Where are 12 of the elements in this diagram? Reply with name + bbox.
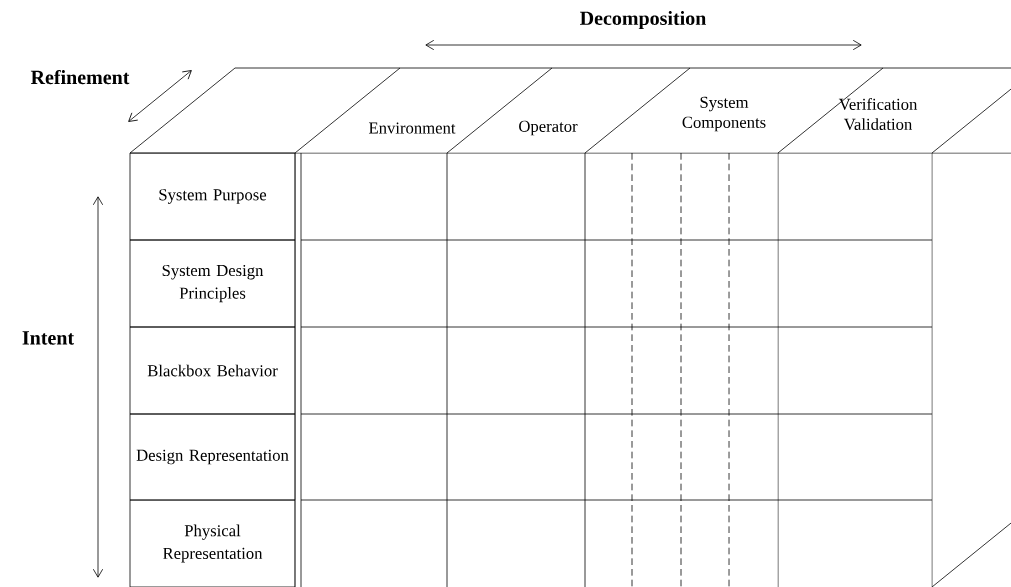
axis-label: Intent [22, 331, 74, 345]
column-header: Operator [519, 120, 578, 136]
column-header: Environment [369, 122, 456, 134]
axis-label: Decomposition [580, 10, 707, 30]
row-header-cell: System Design Principles [129, 239, 296, 328]
axis-label: Refinement [30, 69, 130, 85]
column-header: System Components [682, 96, 766, 132]
row-header-cell: Physical Representation [129, 499, 296, 587]
column-header: Verification Validation [838, 98, 918, 130]
row-header-cell: Blackbox Behavior [129, 326, 296, 415]
row-header-cell: System Purpose [129, 152, 296, 241]
row-header-cell: Design Representation [129, 413, 296, 501]
